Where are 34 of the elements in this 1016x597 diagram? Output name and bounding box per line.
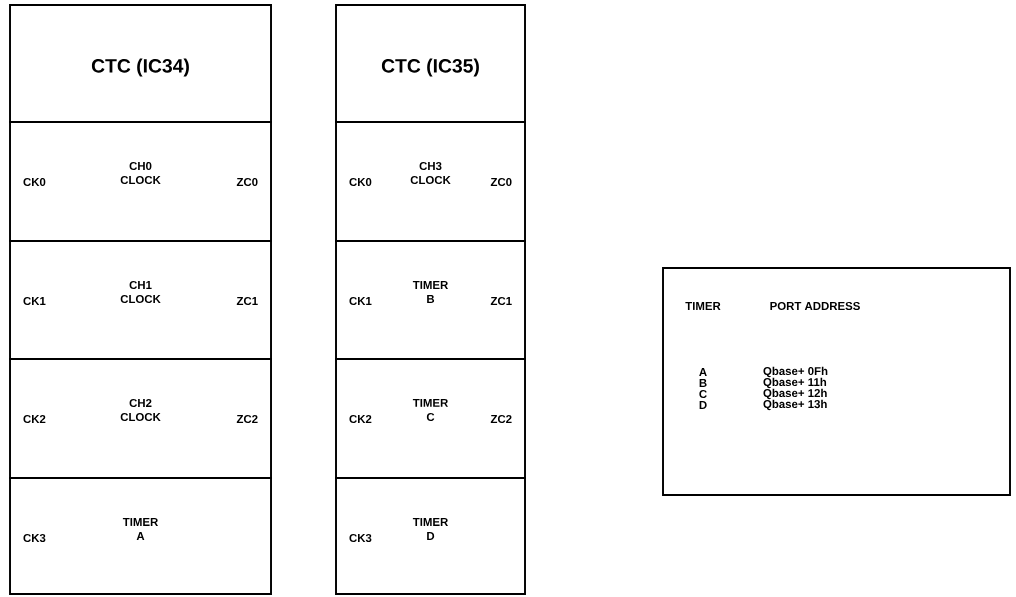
pin-label: CK1: [349, 296, 372, 306]
channel-label: TIMER B: [412, 281, 448, 303]
chip-title: CTC (IC35): [381, 58, 479, 77]
table-entry: Qbase+ 0Fh: [763, 366, 828, 378]
channel-label: TIMER C: [412, 399, 448, 421]
table-entry: A: [699, 368, 707, 376]
pin-label: CK3: [349, 533, 372, 543]
chip-title: CTC (IC34): [91, 58, 189, 77]
channel-label: CH3 CLOCK: [410, 161, 451, 185]
column-heading: TIMER: [685, 302, 721, 310]
table-entry: Qbase+ 13h: [763, 399, 827, 411]
table-entry: Qbase+ 11h: [763, 377, 827, 389]
pin-label: ZC0: [490, 177, 512, 187]
channel-label: CH1 CLOCK: [120, 280, 161, 304]
pin-label: CK1: [23, 296, 46, 306]
channel-label: CH0 CLOCK: [120, 161, 161, 185]
table-entry: Qbase+ 12h: [763, 388, 827, 400]
column-heading: PORT ADDRESS: [770, 301, 860, 311]
channel-label: CH2 CLOCK: [120, 398, 161, 422]
pin-label: CK2: [349, 414, 372, 424]
pin-label: CK0: [349, 177, 372, 187]
pin-label: CK0: [23, 177, 46, 187]
pin-label: ZC1: [490, 296, 512, 306]
pin-label: ZC1: [236, 296, 258, 306]
channel-label: TIMER A: [122, 518, 158, 540]
pin-label: ZC2: [490, 414, 512, 424]
channel-label: TIMER D: [412, 518, 448, 540]
table-entry: C: [699, 389, 707, 399]
pin-label: ZC0: [236, 177, 258, 187]
table-entry: B: [699, 379, 707, 387]
table-entry: D: [699, 401, 707, 409]
pin-label: CK2: [23, 414, 46, 424]
pin-label: CK3: [23, 533, 46, 543]
pin-label: ZC2: [236, 414, 258, 424]
